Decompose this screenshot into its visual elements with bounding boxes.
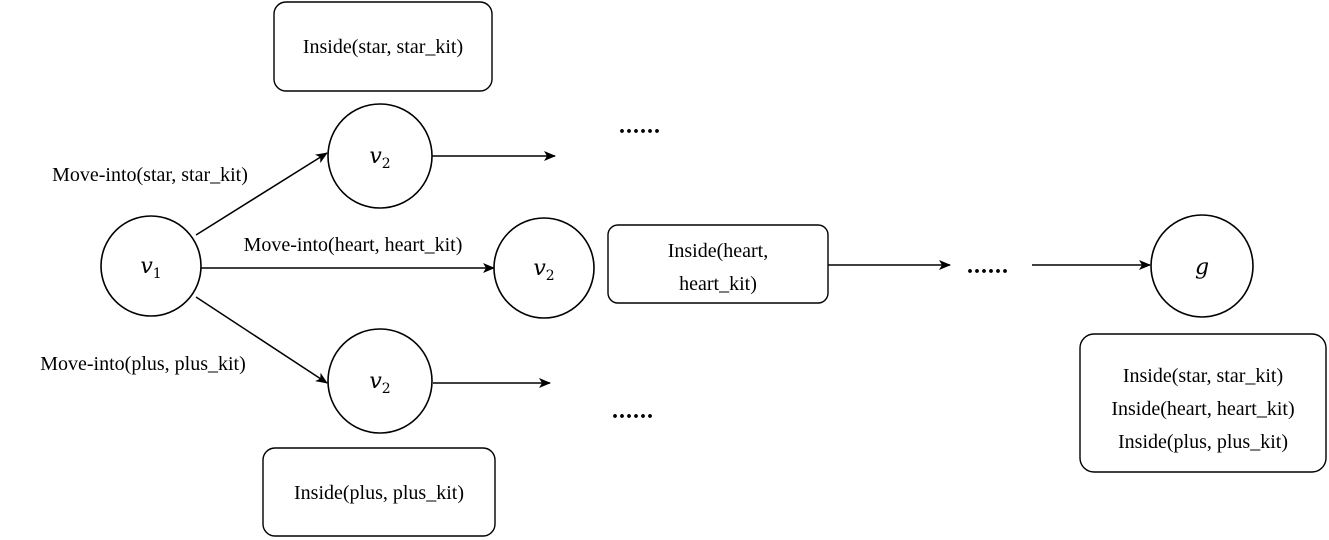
edge-label-bot: Move-into(plus, plus_kit) [40, 353, 246, 375]
ellipsis-mid: ...... [967, 253, 1009, 279]
state-box-top-line-1: Inside(star, star_kit) [303, 36, 463, 58]
state-box-goal-line-3: Inside(plus, plus_kit) [1118, 431, 1288, 453]
ellipsis-top: ...... [619, 113, 661, 139]
state-box-top: Inside(star, star_kit) [273, 1, 493, 92]
node-goal: g [1150, 214, 1254, 318]
node-v2-mid-label: v2 [533, 256, 554, 284]
edge-label-top: Move-into(star, star_kit) [52, 164, 248, 186]
ellipsis-bot: ...... [612, 398, 654, 424]
state-box-mid-line-1: Inside(heart, [668, 240, 769, 262]
state-box-goal-line-2: Inside(heart, heart_kit) [1111, 398, 1294, 420]
state-box-mid-line-2: heart_kit) [679, 273, 757, 295]
node-v2-mid: v2 [493, 217, 595, 319]
node-v1: v1 [100, 215, 202, 317]
state-box-goal: Inside(star, star_kit) Inside(heart, hea… [1079, 333, 1327, 473]
edge-v1-to-v2-bot [195, 296, 328, 384]
node-goal-label: g [1195, 255, 1209, 280]
state-box-bot: Inside(plus, plus_kit) [262, 447, 496, 537]
node-v1-label: v1 [140, 254, 161, 282]
edge-v1-to-v2-top [195, 152, 328, 236]
state-box-goal-line-1: Inside(star, star_kit) [1123, 365, 1283, 387]
node-v2-top: v2 [327, 103, 433, 209]
node-v2-bot-label: v2 [369, 369, 390, 397]
node-v2-top-label: v2 [369, 144, 390, 172]
node-v2-bot: v2 [327, 328, 433, 434]
state-box-bot-line-1: Inside(plus, plus_kit) [294, 482, 464, 504]
edge-label-mid: Move-into(heart, heart_kit) [244, 234, 463, 256]
state-box-mid: Inside(heart, heart_kit) [607, 224, 829, 304]
